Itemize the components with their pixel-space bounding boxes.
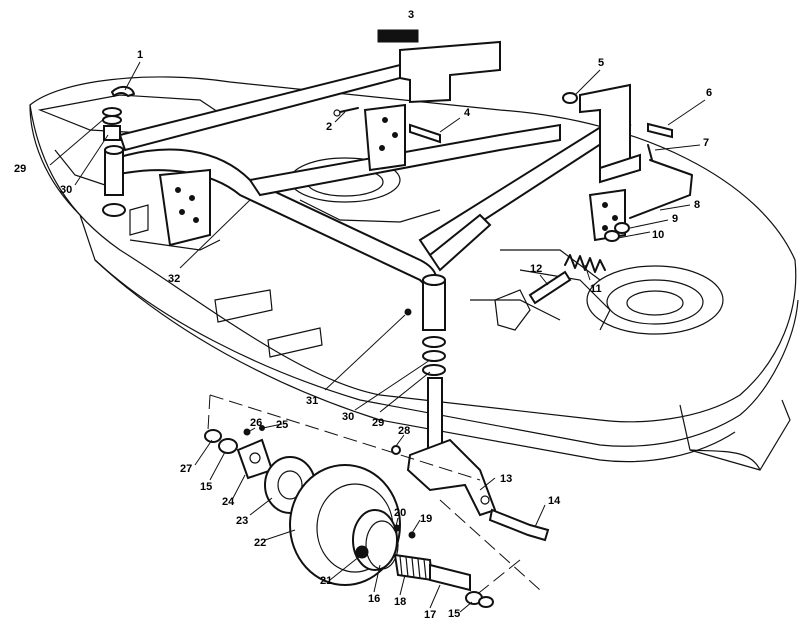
- callout-32: 32: [168, 273, 180, 285]
- mower-deck: [29, 76, 799, 471]
- callout-3: 3: [408, 9, 414, 21]
- callout-labels: 1 2 3 4 5 6 7 8 9 10 11 12 13 14 15 15 1…: [14, 9, 712, 621]
- callout-2: 2: [326, 121, 332, 133]
- callout-14: 14: [548, 495, 561, 507]
- callout-28: 28: [398, 425, 410, 437]
- callout-29-upper: 29: [14, 163, 26, 175]
- callout-27: 27: [180, 463, 192, 475]
- callout-16: 16: [368, 593, 380, 605]
- callout-18: 18: [394, 596, 406, 608]
- callout-24: 24: [222, 496, 235, 508]
- callout-19: 19: [420, 513, 432, 525]
- callout-1: 1: [137, 49, 143, 61]
- leader-lines: [49, 61, 706, 613]
- callout-6: 6: [706, 87, 712, 99]
- callout-10: 10: [652, 229, 664, 241]
- hardware: [102, 86, 693, 376]
- callout-15-upper: 15: [200, 481, 212, 493]
- callout-9: 9: [672, 213, 678, 225]
- part-3-decal: [377, 29, 419, 43]
- callout-23: 23: [236, 515, 248, 527]
- callout-4: 4: [464, 107, 471, 119]
- callout-30-upper: 30: [60, 184, 72, 196]
- callout-15-lower: 15: [448, 608, 460, 620]
- callout-17: 17: [424, 609, 436, 621]
- callout-13: 13: [500, 473, 512, 485]
- caster-assembly: [204, 377, 550, 608]
- callout-30-lower: 30: [342, 411, 354, 423]
- hanger-frame: [104, 29, 641, 331]
- callout-7: 7: [703, 137, 709, 149]
- callout-11: 11: [590, 283, 602, 295]
- callout-31: 31: [306, 395, 318, 407]
- callout-26: 26: [250, 417, 262, 429]
- callout-20: 20: [394, 507, 406, 519]
- callout-25: 25: [276, 419, 288, 431]
- callout-5: 5: [598, 57, 604, 69]
- callout-12: 12: [530, 263, 542, 275]
- callout-29-lower: 29: [372, 417, 384, 429]
- callout-8: 8: [694, 199, 700, 211]
- callout-21: 21: [320, 575, 332, 587]
- callout-22: 22: [254, 537, 266, 549]
